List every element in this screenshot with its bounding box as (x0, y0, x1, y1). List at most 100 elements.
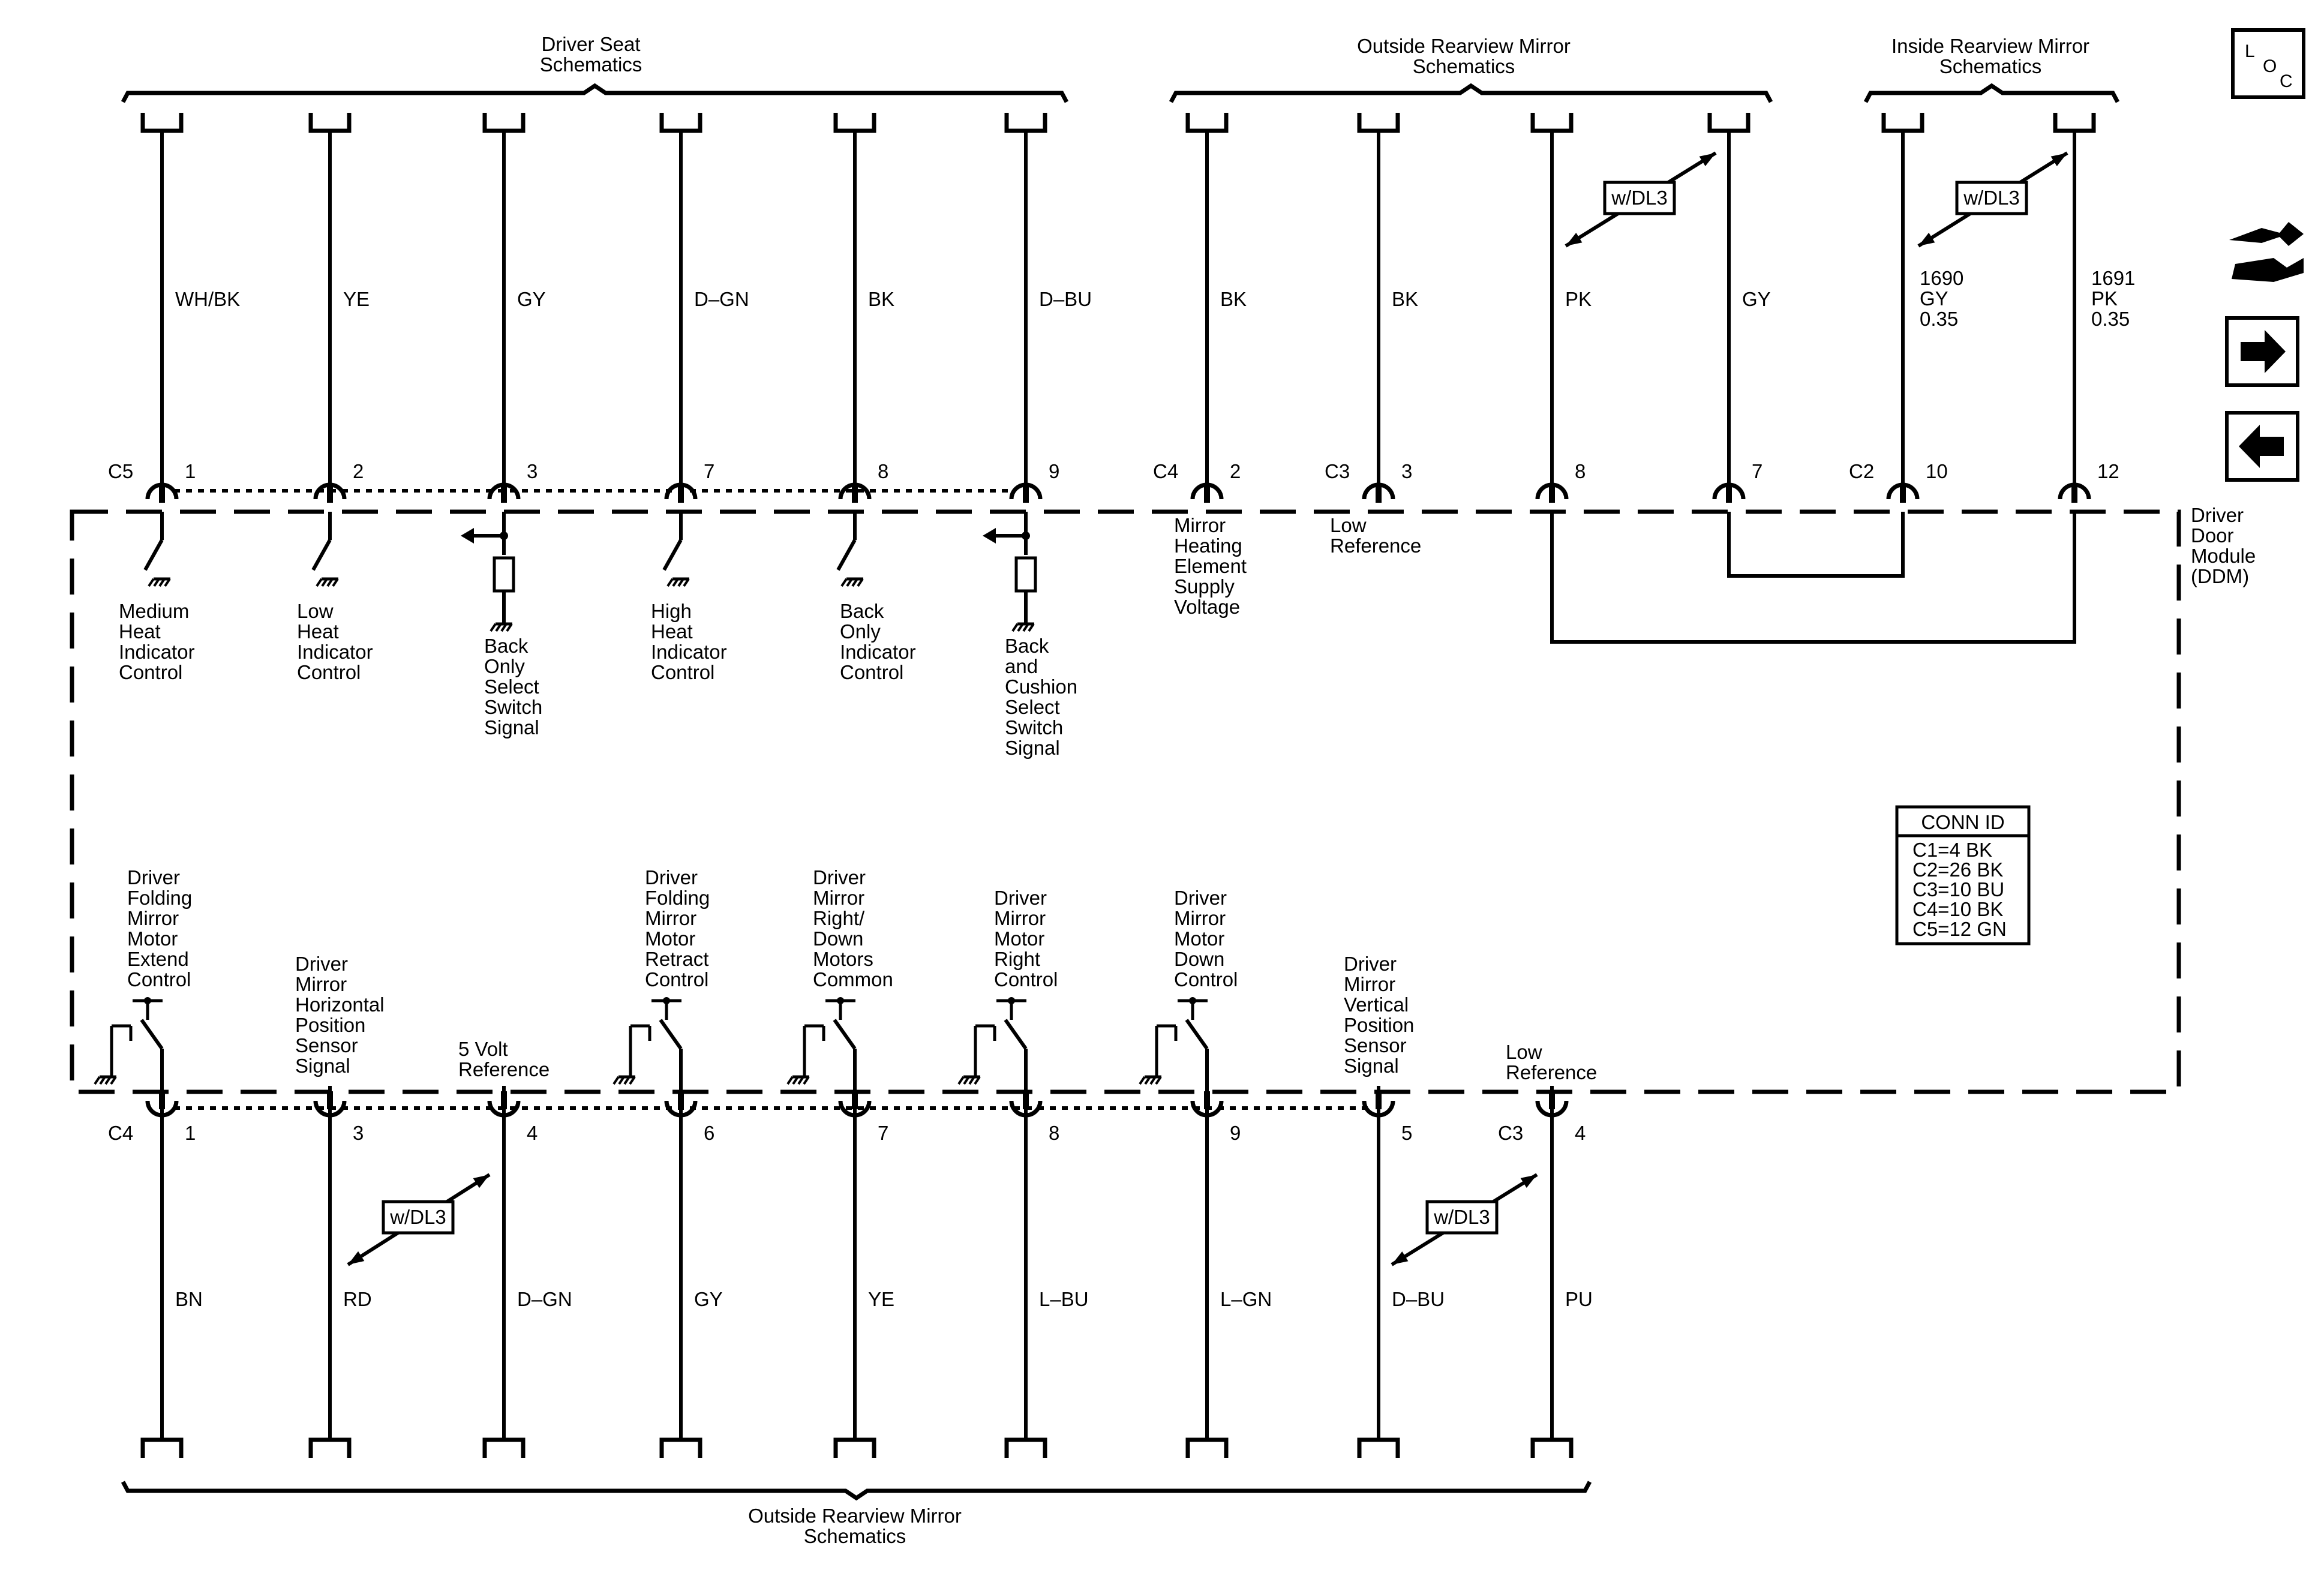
pin-number-label: 3 (527, 460, 538, 482)
ground-icon (1139, 1076, 1146, 1085)
ground-icon (618, 1076, 625, 1085)
circuit-description-label: Indicator (840, 641, 916, 663)
arrow-head-icon (473, 1175, 490, 1188)
circuit-description-label: Right (994, 948, 1040, 970)
ground-icon (158, 578, 166, 587)
wire-color-label: 1690 (1920, 267, 1963, 289)
connector-id-label: C4 (108, 1122, 133, 1144)
outside-mirror-schematics-label: Schematics (804, 1525, 906, 1547)
switch-node (837, 997, 844, 1004)
arrow-head-icon (1520, 1175, 1537, 1188)
connector-id-label: C3 (1498, 1122, 1523, 1144)
inside-mirror-schematics-label: Inside Rearview Mirror (1891, 35, 2089, 57)
connector-pin-male (501, 1091, 507, 1109)
switch-node (144, 997, 151, 1004)
outside-mirror-schematics-label: Outside Rearview Mirror (748, 1505, 962, 1527)
circuit-description-label: Indicator (651, 641, 727, 663)
circuit-description-label: High (651, 600, 692, 622)
option-tag-box (1603, 181, 1676, 215)
option-tag-label: w/DL3 (1611, 187, 1668, 209)
pin-number-label: 7 (878, 1122, 888, 1144)
circuit-description-label: Down (813, 927, 863, 950)
pin-number-label: 7 (1752, 460, 1762, 482)
ground-icon (1011, 623, 1019, 632)
driver-seat-brace (121, 83, 1069, 103)
circuit-description-label: Switch (1005, 716, 1063, 739)
pin-number-label: 6 (704, 1122, 714, 1144)
arrow-head-icon (2050, 153, 2067, 167)
circuit-description-label: Driver (127, 866, 180, 888)
circuit-description-label: Select (484, 676, 539, 698)
arrow-head-icon (348, 1251, 365, 1265)
circuit-description-label: Extend (127, 948, 189, 970)
pin-number-label: 10 (1926, 460, 1948, 482)
harness-terminal (1707, 113, 1750, 133)
switch-node (1008, 997, 1015, 1004)
resistor-icon (1014, 556, 1037, 593)
circuit-description-label: Supply (1174, 575, 1235, 598)
circuit-description-label: Motor (1174, 927, 1224, 950)
circuit-description-label: Mirror (295, 973, 347, 995)
circuit-description-label: Vertical (1344, 993, 1409, 1016)
circuit-description-label: Control (297, 661, 361, 683)
switch-contact (1185, 1019, 1209, 1050)
option-tag-label: w/DL3 (1963, 187, 2020, 209)
circuit-description-label: Back (840, 600, 884, 622)
circuit-description-label: Sensor (295, 1034, 358, 1056)
conn-id-title: CONN ID (1921, 811, 2004, 833)
harness-terminal (2053, 113, 2096, 133)
circuit-description-label: Voltage (1174, 596, 1240, 618)
wire-color-label: BK (1392, 288, 1418, 310)
pin-number-label: 4 (1575, 1122, 1586, 1144)
pin-number-label: 1 (185, 1122, 196, 1144)
option-tag-box (382, 1200, 455, 1235)
connector-pin-male (1023, 485, 1029, 503)
connector-pin-male (1204, 1091, 1210, 1109)
ground-icon (1028, 623, 1035, 632)
harness-connector-icon[interactable] (2229, 222, 2304, 282)
outside-mirror-bottom-brace (121, 1481, 1592, 1501)
circuit-description-label: Indicator (119, 641, 195, 663)
previous-page-arrow-icon[interactable] (2225, 411, 2299, 482)
ground-icon (629, 1076, 636, 1085)
circuit-description-label: Heat (297, 620, 339, 643)
connector-pin-male (1376, 485, 1382, 503)
wire-color-label: D–BU (1392, 1288, 1445, 1310)
circuit-description-label: Mirror (645, 907, 696, 929)
inside-mirror-brace (1863, 83, 2120, 103)
pin-number-label: 5 (1401, 1122, 1412, 1144)
circuit-description-label: Signal (484, 716, 539, 739)
circuit-description-label: Element (1174, 555, 1247, 577)
loc-letter: C (2280, 71, 2293, 91)
arrow-head-icon (1699, 153, 1716, 167)
circuit-description-label: Control (1174, 968, 1238, 990)
switch-contact (833, 1019, 857, 1050)
circuit-description-label: Signal (1005, 737, 1060, 759)
wire-color-label: D–BU (1039, 288, 1092, 310)
circuit-description-label: Reference (1330, 535, 1421, 557)
circuit-description-label: Motor (994, 927, 1044, 950)
ground-icon (99, 1076, 106, 1085)
connector-pin-male (1726, 485, 1732, 503)
switch-contact (836, 539, 857, 571)
ground-icon (110, 1076, 117, 1085)
circuit-description-label: Retract (645, 948, 708, 970)
circuit-description-label: Control (840, 661, 903, 683)
circuit-description-label: Low (1330, 514, 1367, 536)
circuit-description-label: Signal (1344, 1055, 1399, 1077)
harness-terminal (140, 113, 184, 133)
ground-icon (803, 1076, 810, 1085)
harness-terminal (482, 1437, 526, 1458)
pin-number-label: 2 (1230, 460, 1241, 482)
ddm-module-label: (DDM) (2191, 565, 2249, 587)
circuit-description-label: and (1005, 655, 1038, 677)
circuit-description-label: Control (651, 661, 714, 683)
next-page-arrow-icon[interactable] (2225, 316, 2299, 387)
ground-icon (840, 578, 848, 587)
pin-number-label: 12 (2097, 460, 2119, 482)
component-locator-icon[interactable]: LOC (2231, 28, 2305, 99)
connector-id-label: C4 (1153, 460, 1178, 482)
connector-pin-male (678, 485, 684, 503)
ground-icon (672, 578, 679, 587)
ground-icon (495, 623, 502, 632)
